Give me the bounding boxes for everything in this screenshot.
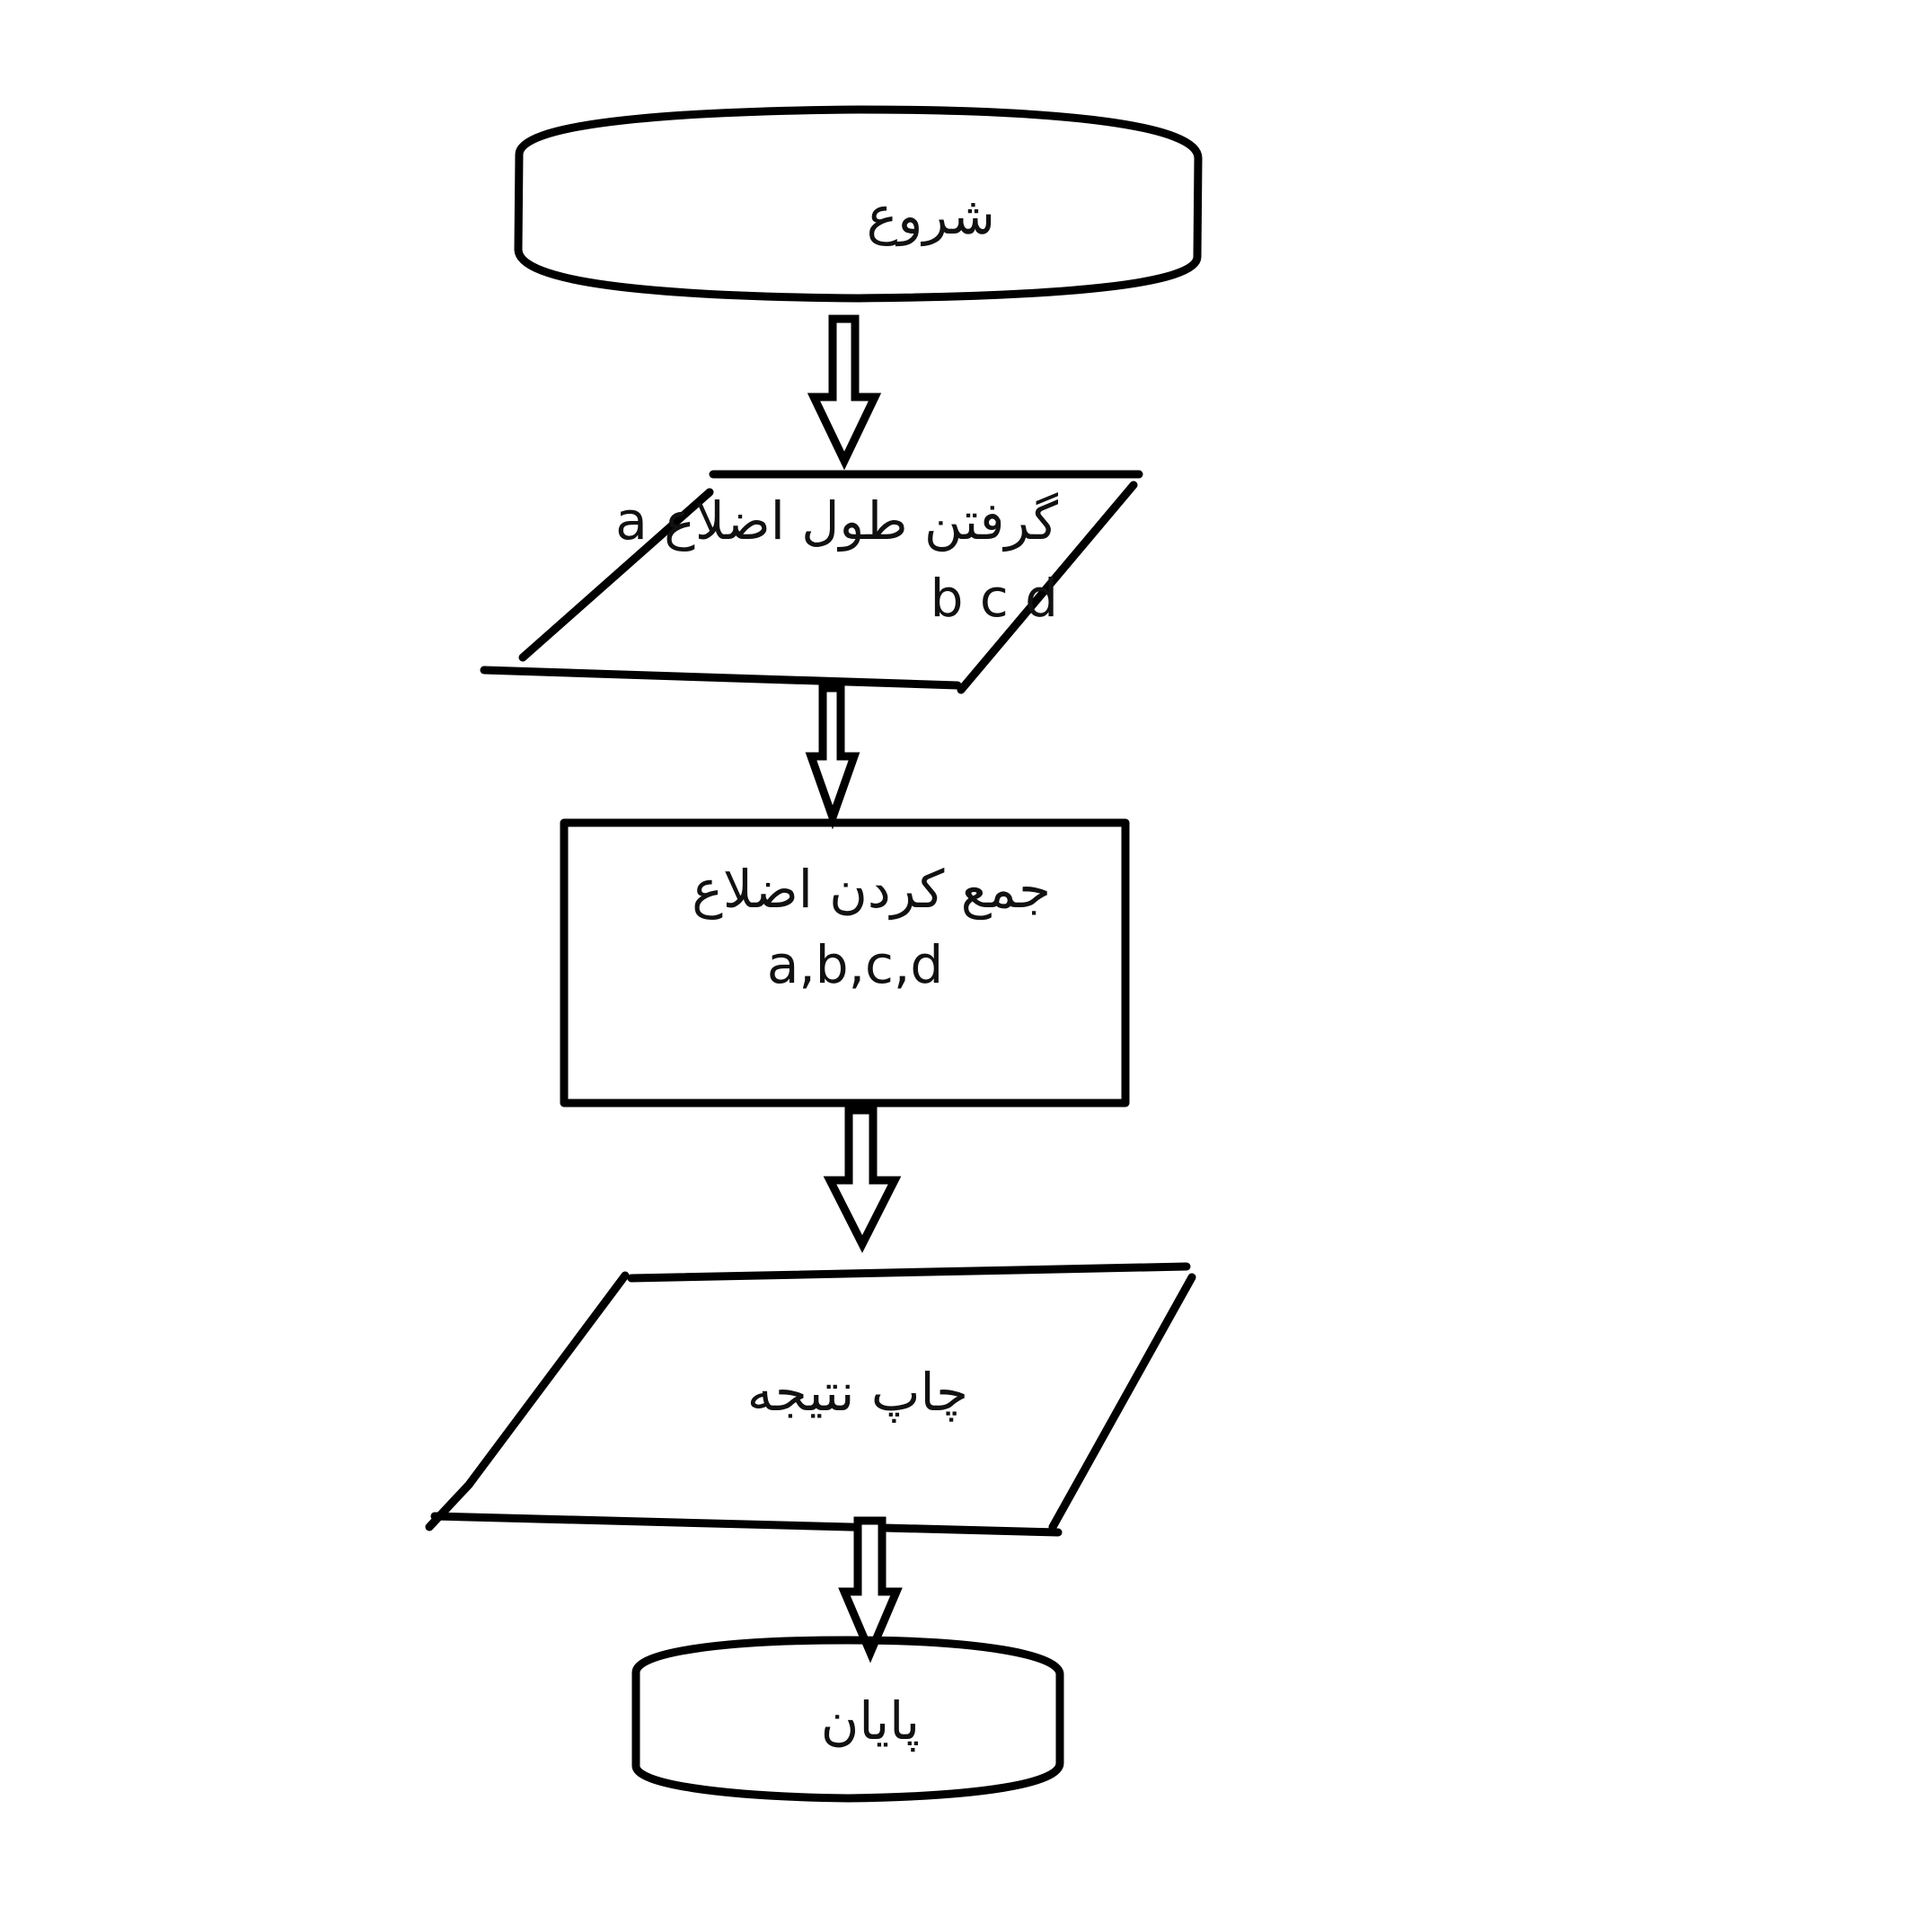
end-node-label: پایان — [821, 1690, 920, 1752]
process-node: جمع کردن اضلاع a,b,c,d — [560, 818, 1130, 1108]
output-node-top-edge — [627, 1262, 1191, 1283]
process-node-shape — [560, 818, 1130, 1108]
start-node: شروع — [514, 105, 1203, 303]
process-node-label-line1: جمع کردن اضلاع — [692, 859, 1051, 921]
output-node: چاپ نتیجه — [425, 1262, 1196, 1537]
input-node-label-line2: b c d — [931, 568, 1058, 629]
arrow-process-to-output — [823, 1106, 902, 1253]
output-node-right-edge — [1048, 1273, 1196, 1531]
input-node-label-line1: a گرفتن طول اضلاع — [615, 490, 1058, 552]
input-node-bottom-edge — [480, 666, 962, 690]
output-node-left-edge — [425, 1271, 630, 1531]
output-node-label: چاپ نتیجه — [747, 1362, 968, 1423]
arrow-output-to-end — [838, 1516, 903, 1664]
arrow-input-to-process — [805, 684, 860, 830]
input-node-left-edge — [518, 488, 714, 662]
arrow-start-to-input — [807, 314, 882, 471]
input-node: a گرفتن طول اضلاع b c d — [480, 470, 1143, 694]
output-node-bottom-edge — [430, 1512, 1063, 1537]
end-node: پایان — [631, 1636, 1064, 1803]
input-node-right-edge — [957, 481, 1138, 694]
start-node-label: شروع — [867, 185, 995, 247]
end-node-shape — [631, 1636, 1064, 1803]
start-node-shape — [514, 105, 1203, 303]
process-node-label-line2: a,b,c,d — [767, 934, 943, 995]
